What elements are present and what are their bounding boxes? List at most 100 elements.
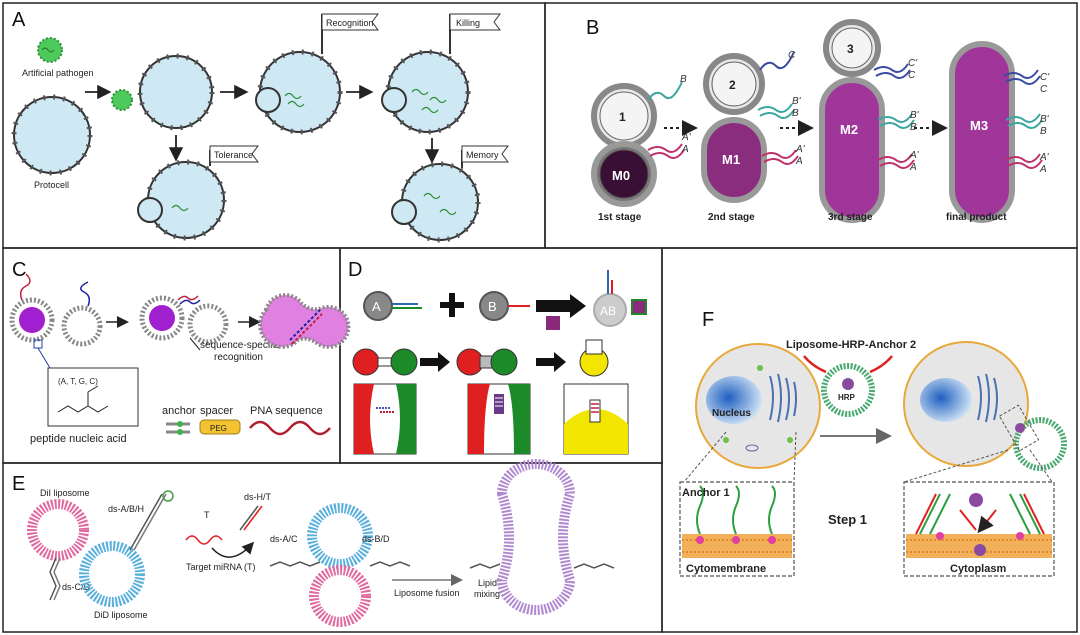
anchor1-label: Anchor 1	[682, 487, 730, 499]
membrane-zoom-left	[679, 431, 797, 577]
memory-flag	[461, 145, 509, 168]
panel-f: F Nucleus Liposome-HRP-Anchor 2 HRP	[679, 309, 1067, 577]
killing-cell	[381, 49, 471, 135]
node-ab	[593, 293, 627, 327]
stage-3	[819, 19, 915, 223]
node-ab-label: AB	[600, 304, 616, 318]
cytoplasm-label: Cytoplasm	[950, 563, 1006, 575]
ds-bd-label: ds-B/D	[362, 534, 390, 544]
pna-structure	[47, 367, 139, 427]
purple-square	[546, 316, 560, 330]
final-product	[949, 41, 1043, 223]
memory-cell	[391, 161, 481, 243]
recognition-label: Recognition	[326, 18, 374, 28]
hrp-liposome	[803, 355, 893, 417]
did-label: DiD liposome	[94, 610, 148, 620]
recognition-flag	[321, 13, 379, 54]
protocell-label: Protocell	[34, 180, 69, 190]
cell-left	[695, 343, 821, 469]
stage-1	[591, 81, 685, 207]
node-a	[363, 291, 393, 321]
cell-3-label: 3	[847, 42, 854, 56]
liposome-pair-1	[9, 273, 103, 347]
d-stage-2	[456, 348, 531, 455]
anchor-label: anchor	[162, 405, 196, 417]
spacer-label: spacer	[200, 405, 233, 417]
panel-e-label: E	[12, 473, 25, 495]
tolerance-cell	[137, 159, 227, 241]
panel-d-label: D	[348, 259, 362, 281]
fusion-label: Liposome fusion	[394, 588, 460, 598]
strand-a-prime-4: A'	[1039, 152, 1050, 163]
did-liposome	[79, 490, 174, 607]
t-label: T	[204, 510, 210, 520]
strand-a-prime-1: A'	[681, 132, 692, 143]
stage-2	[701, 51, 799, 203]
artificial-pathogen-label: Artificial pathogen	[22, 68, 94, 78]
stage-2-label: 2nd stage	[708, 212, 755, 223]
core-m1: M1	[722, 152, 740, 167]
protocell	[11, 94, 93, 176]
stage-1-label: 1st stage	[598, 212, 642, 223]
strand-c-3: C	[908, 70, 916, 81]
strand-b-4: B	[1040, 126, 1047, 137]
tolerance-label: Tolerance	[214, 150, 253, 160]
pna-sequence-label: PNA sequence	[250, 405, 323, 417]
strand-c-4: C	[1040, 84, 1048, 95]
stage-final-label: final product	[946, 212, 1007, 223]
panel-f-label: F	[702, 309, 714, 331]
dil-liposome	[27, 499, 89, 601]
cytomembrane-label: Cytomembrane	[686, 563, 766, 575]
strand-b-prime-4: B'	[1040, 114, 1050, 125]
cell-1-label: 1	[619, 110, 626, 124]
protocell-2	[137, 53, 215, 131]
arrow-icon	[536, 294, 586, 318]
pna-legend-graphic	[166, 419, 331, 436]
panel-a-label: A	[12, 9, 26, 31]
docked-liposomes	[269, 503, 411, 627]
panel-e: E DiI liposome ds-C/D DiD liposome ds-A/…	[12, 459, 615, 627]
strand-b-3: B	[910, 122, 917, 133]
ds-ht-label: ds-H/T	[244, 492, 272, 502]
d-stage-3	[563, 339, 629, 455]
core-m0: M0	[612, 168, 630, 183]
cell-right	[903, 341, 1067, 471]
liposome-pair-2	[139, 295, 229, 345]
stage-3-label: 3rd stage	[828, 212, 873, 223]
plus-icon	[440, 293, 464, 317]
sequence-specific-label: sequence-specific recognition	[200, 340, 283, 363]
panel-c: C sequence-specific recognition	[9, 259, 351, 445]
node-a-label: A	[372, 299, 381, 314]
fused-vesicle	[469, 459, 615, 615]
artificial-pathogen	[37, 37, 63, 63]
panel-c-label: C	[12, 259, 26, 281]
strand-b-prime-2: B'	[792, 96, 802, 107]
ds-ac-label: ds-A/C	[270, 534, 298, 544]
recognition-cell	[255, 49, 343, 135]
node-b-label: B	[488, 299, 497, 314]
membrane-zoom-right	[903, 449, 1055, 577]
monomers-label: (A, T, G, C)	[58, 377, 98, 386]
strand-b-2: B	[792, 108, 799, 119]
tolerance-flag	[209, 145, 259, 166]
ds-cd-label: ds-C/D	[62, 582, 91, 592]
step-label: Step 1	[828, 512, 867, 527]
core-m2: M2	[840, 122, 858, 137]
d-stage-1	[352, 348, 418, 455]
hrp-label: HRP	[838, 393, 856, 402]
strand-a-prime-3: A'	[909, 150, 920, 161]
panel-d: D A B AB	[348, 259, 647, 455]
nucleus-label: Nucleus	[712, 408, 751, 419]
liposome-label: Liposome-HRP-Anchor 2	[786, 339, 916, 351]
strand-a-3: A	[909, 162, 917, 173]
lipid-mixing-label: Lipid mixing	[474, 578, 500, 599]
panel-b-label: B	[586, 17, 599, 39]
strand-a-1: A	[681, 144, 689, 155]
strand-c-2: C	[788, 50, 796, 61]
strand-a-prime-2: A'	[795, 144, 806, 155]
strand-c-prime-3: C'	[908, 58, 918, 69]
pna-label: peptide nucleic acid	[30, 433, 127, 445]
panel-b: B 1 M0 B A' A 1st stage 2	[586, 17, 1050, 223]
